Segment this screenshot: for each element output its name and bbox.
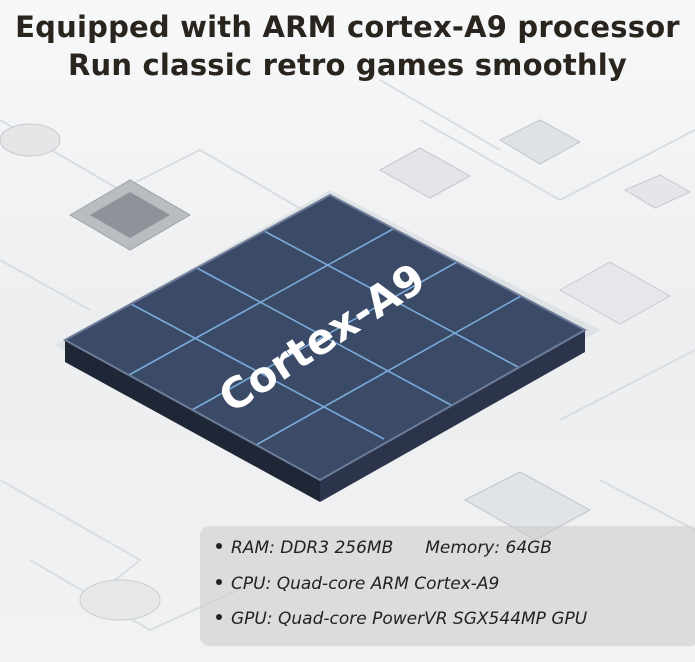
spec-row-ram: RAM: DDR3 256MB Memory: 64GB — [216, 538, 552, 558]
specs-panel: RAM: DDR3 256MB Memory: 64GB CPU: Quad-co… — [200, 526, 695, 646]
headline-line-2: Run classic retro games smoothly — [68, 48, 627, 82]
spec-row-cpu: CPU: Quad-core ARM Cortex-A9 — [216, 574, 499, 594]
spec-ram: RAM: DDR3 256MB — [231, 538, 394, 558]
headline-line-1: Equipped with ARM cortex-A9 processor — [15, 10, 680, 44]
small-chip-left — [69, 179, 191, 251]
cortex-a9-chip — [55, 190, 600, 502]
circuit-traces — [0, 79, 695, 632]
bullet-icon — [216, 579, 222, 585]
spec-memory: Memory: 64GB — [425, 538, 552, 558]
bullet-icon — [216, 543, 222, 549]
spec-gpu: GPU: Quad-core PowerVR SGX544MP GPU — [231, 609, 588, 629]
spec-row-gpu: GPU: Quad-core PowerVR SGX544MP GPU — [216, 609, 587, 629]
bullet-icon — [216, 614, 222, 620]
spec-cpu: CPU: Quad-core ARM Cortex-A9 — [231, 574, 500, 594]
